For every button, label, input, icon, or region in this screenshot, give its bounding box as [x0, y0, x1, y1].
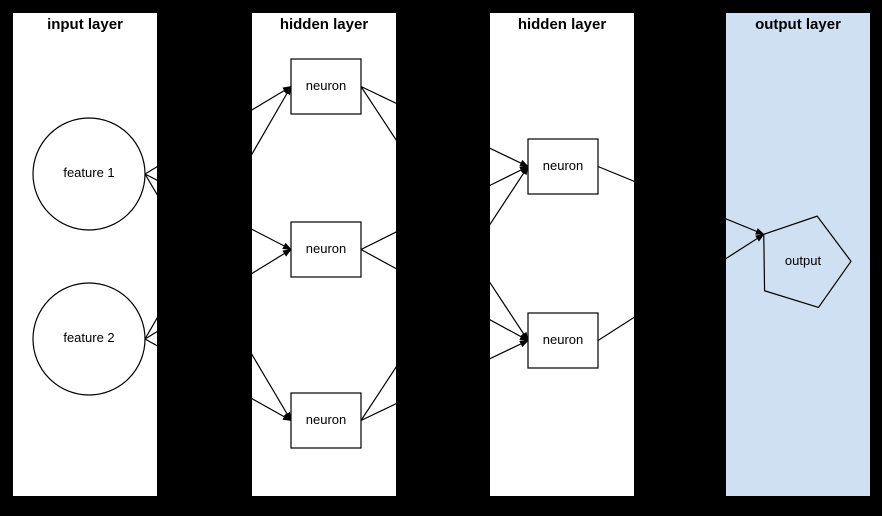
layer-column-hidden-2 — [490, 13, 634, 496]
layer-title-output: output layer — [755, 16, 841, 33]
layer-title-input: input layer — [47, 16, 123, 33]
layer-title-hidden-1: hidden layer — [279, 16, 369, 33]
layer-column-input — [13, 13, 157, 496]
layer-title-hidden-2: hidden layer — [517, 16, 607, 33]
